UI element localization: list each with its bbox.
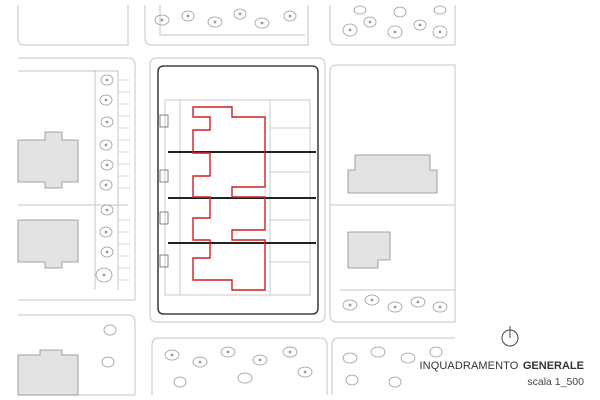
tree-trunks	[102, 12, 442, 374]
project-building-outline	[192, 106, 266, 291]
building-left-2	[17, 219, 79, 269]
neighbour-buildings	[17, 131, 438, 396]
building-left-3	[17, 349, 79, 396]
drawing-title: INQUADRAMENTO GENERALE	[420, 357, 584, 374]
building-left-1	[17, 131, 79, 189]
building-right-2	[347, 231, 391, 269]
parking-stalls	[118, 79, 130, 281]
title-main: INQUADRAMENTO	[419, 360, 519, 372]
drawing-caption: INQUADRAMENTO GENERALE scala 1_500	[420, 357, 584, 390]
tree-icon	[95, 5, 448, 388]
site-boundary	[157, 65, 319, 315]
title-emphasis: GENERALE	[522, 360, 584, 372]
scale-label: scala 1_500	[527, 376, 584, 388]
north-arrow-icon	[501, 326, 519, 347]
building-right-1	[347, 154, 438, 194]
street-blocks	[17, 5, 456, 396]
